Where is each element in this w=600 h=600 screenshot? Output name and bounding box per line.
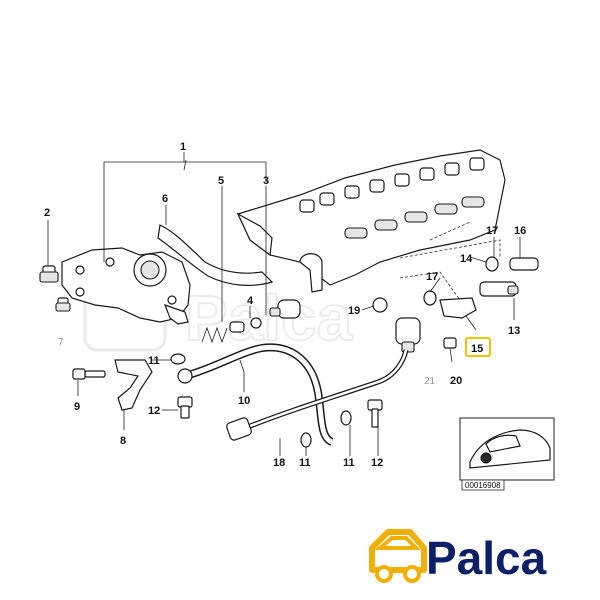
callout-11-b: 11 <box>299 457 311 469</box>
port-openings <box>344 196 485 239</box>
vanos-gasket <box>157 224 274 286</box>
callout-9: 9 <box>74 401 80 413</box>
callout-12-b: 12 <box>371 457 383 469</box>
sensor-oring <box>372 297 388 313</box>
callout-1: 1 <box>180 141 186 153</box>
callout-11-a: 11 <box>148 355 160 367</box>
callout-19: 19 <box>348 305 360 317</box>
temperature-sender <box>509 257 539 271</box>
sensor-15 <box>439 297 477 319</box>
callout-20: 20 <box>450 375 462 387</box>
brand-logo: Palca <box>369 529 547 584</box>
callout-7: 7 <box>58 337 64 348</box>
vanos-solenoid <box>269 299 301 319</box>
spring <box>201 326 228 344</box>
callout-17-a: 17 <box>486 225 498 237</box>
callout-18: 18 <box>273 457 285 469</box>
location-marker-icon <box>480 452 492 464</box>
vehicle-reference-box: 00016908 <box>459 417 555 491</box>
callout-6: 6 <box>162 193 168 205</box>
brand-name: Palca <box>426 532 547 584</box>
oil-pressure-switch <box>479 281 519 297</box>
callout-15: 15 <box>471 343 483 355</box>
cylinder-head <box>236 149 506 293</box>
callout-17-b: 17 <box>426 271 438 283</box>
callout-15-highlight <box>465 337 491 357</box>
car-logo-icon <box>369 529 427 583</box>
callout-16: 16 <box>514 225 526 237</box>
wiring-harness <box>226 349 409 441</box>
callout-2: 2 <box>44 207 50 219</box>
callout-3: 3 <box>263 175 269 187</box>
bolt-12-lower <box>367 399 383 428</box>
sensor-bolt <box>443 337 457 349</box>
callout-labels: 1 2 3 4 5 6 7 8 9 10 11 12 11 11 12 18 1… <box>44 141 526 469</box>
callout-21: 21 <box>424 376 436 387</box>
bolt-12 <box>177 396 193 419</box>
watermark: Palca <box>83 281 354 355</box>
bolt-9 <box>72 368 106 380</box>
bracket <box>114 359 153 411</box>
callout-4: 4 <box>247 295 254 307</box>
callout-14: 14 <box>460 253 473 265</box>
piston <box>229 317 262 333</box>
cam-bearing-caps <box>299 157 485 213</box>
reference-code: 00016908 <box>465 481 501 490</box>
plug <box>55 297 71 312</box>
callout-5: 5 <box>218 175 224 187</box>
callout-8: 8 <box>120 435 126 447</box>
oil-line <box>177 343 335 446</box>
callout-11-c: 11 <box>343 457 355 469</box>
camshaft-sensor <box>395 317 421 353</box>
callout-13: 13 <box>508 325 520 337</box>
leader-lines <box>47 152 521 456</box>
callout-10: 10 <box>238 395 250 407</box>
seal-rings <box>423 256 499 306</box>
hex-bolt <box>39 265 59 283</box>
callout-12-a: 12 <box>148 405 160 417</box>
vanos-housing <box>61 247 191 325</box>
watermark-text: Palca <box>185 282 353 354</box>
washers <box>170 353 352 448</box>
